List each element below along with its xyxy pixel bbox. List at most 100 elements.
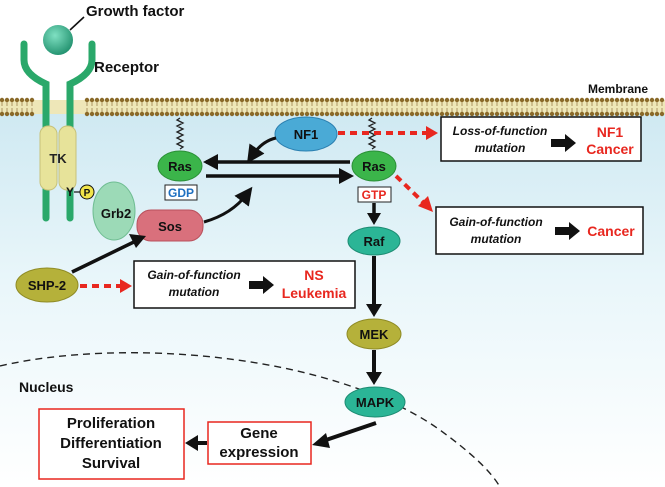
lipid-head (314, 111, 320, 117)
ras-exchange-arrows (203, 154, 354, 184)
grb2-label: Grb2 (101, 206, 131, 221)
lipid-head (489, 111, 495, 117)
lipid-head (89, 97, 95, 103)
lipid-head (639, 111, 645, 117)
lipid-head (324, 111, 330, 117)
lipid-head (464, 111, 470, 117)
outcome-survival: Survival (82, 455, 140, 472)
lipid-head (629, 111, 635, 117)
lipid-head (184, 97, 190, 103)
lipid-head (589, 111, 595, 117)
lipid-head (154, 111, 160, 117)
lipid-head (129, 111, 135, 117)
lipid-head (459, 97, 465, 103)
lipid-head (544, 111, 550, 117)
lipid-head (139, 97, 145, 103)
shp2-protein (15, 267, 79, 303)
gtp-label: GTP (362, 188, 387, 202)
lipid-head (139, 111, 145, 117)
lipid-head (554, 111, 560, 117)
lipid-head (429, 111, 435, 117)
lipid-head (229, 97, 235, 103)
lipid-head (439, 97, 445, 103)
lipid-head (539, 97, 545, 103)
lipid-head (364, 111, 370, 117)
tk-label: TK (49, 151, 67, 166)
ras-gdp-protein (157, 150, 203, 182)
lipid-head (194, 111, 200, 117)
lipid-head (654, 111, 660, 117)
tk-domain-left (39, 125, 58, 191)
lipid-head (524, 97, 530, 103)
membrane-label: Membrane (588, 82, 648, 96)
lipid-head (404, 111, 410, 117)
lipid-head (654, 97, 660, 103)
lipid-head (604, 111, 610, 117)
phosphate-icon (79, 184, 95, 200)
gtp-tag (357, 186, 392, 203)
lipid-head (519, 97, 525, 103)
lipid-head (524, 111, 530, 117)
lipid-head (484, 111, 490, 117)
lipid-head (324, 97, 330, 103)
lipid-head (399, 97, 405, 103)
lipid-head (294, 111, 300, 117)
lipid-head (159, 111, 165, 117)
lipid-head (549, 97, 555, 103)
lipid-head (479, 97, 485, 103)
lipid-head (0, 111, 5, 117)
nf1-loss-result1: NF1 (597, 124, 624, 140)
lipid-head (344, 111, 350, 117)
gene-expression-box (207, 421, 312, 465)
nf1-loss-box (440, 116, 642, 162)
shp2-gain-result2: Leukemia (282, 285, 347, 301)
lipid-head (534, 97, 540, 103)
lipid-head (374, 111, 380, 117)
lipid-head (4, 111, 10, 117)
lipid-head (464, 97, 470, 103)
lipid-head (629, 97, 635, 103)
lipid-head (254, 97, 260, 103)
lipid-head (369, 97, 375, 103)
lipid-head (319, 97, 325, 103)
lipid-head (619, 97, 625, 103)
lipid-head (109, 111, 115, 117)
lipid-head (169, 111, 175, 117)
lipid-head (199, 97, 205, 103)
lipid-head (559, 97, 565, 103)
lipid-head (584, 111, 590, 117)
lipid-head (99, 111, 105, 117)
lipid-head (214, 111, 220, 117)
lipid-head (579, 97, 585, 103)
lipid-head (469, 111, 475, 117)
lipid-head (644, 111, 650, 117)
lipid-head (414, 111, 420, 117)
lipid-head (29, 97, 35, 103)
receptor-label: Receptor (94, 59, 159, 76)
lipid-head (209, 97, 215, 103)
lipid-head (374, 97, 380, 103)
shp2-gain-line2: mutation (169, 285, 220, 299)
lipid-head (114, 97, 120, 103)
lipid-head (254, 111, 260, 117)
lipid-head (279, 97, 285, 103)
lipid-head (549, 111, 555, 117)
nf1-loss-result2: Cancer (586, 141, 634, 157)
lipid-head (364, 97, 370, 103)
ras-gain-line2: mutation (471, 232, 522, 246)
lipid-head (564, 97, 570, 103)
lipid-head (484, 97, 490, 103)
lipid-head (169, 97, 175, 103)
lipid-head (529, 97, 535, 103)
lipid-head (319, 111, 325, 117)
lipid-head (204, 111, 210, 117)
lipid-head (419, 97, 425, 103)
lipid-head (9, 97, 15, 103)
ras-gain-box (435, 206, 644, 255)
gene-expression-line2: expression (219, 444, 298, 461)
ras-gain-line1: Gain-of-function (449, 215, 542, 229)
lipid-head (194, 97, 200, 103)
lipid-head (29, 111, 35, 117)
lipid-head (309, 97, 315, 103)
